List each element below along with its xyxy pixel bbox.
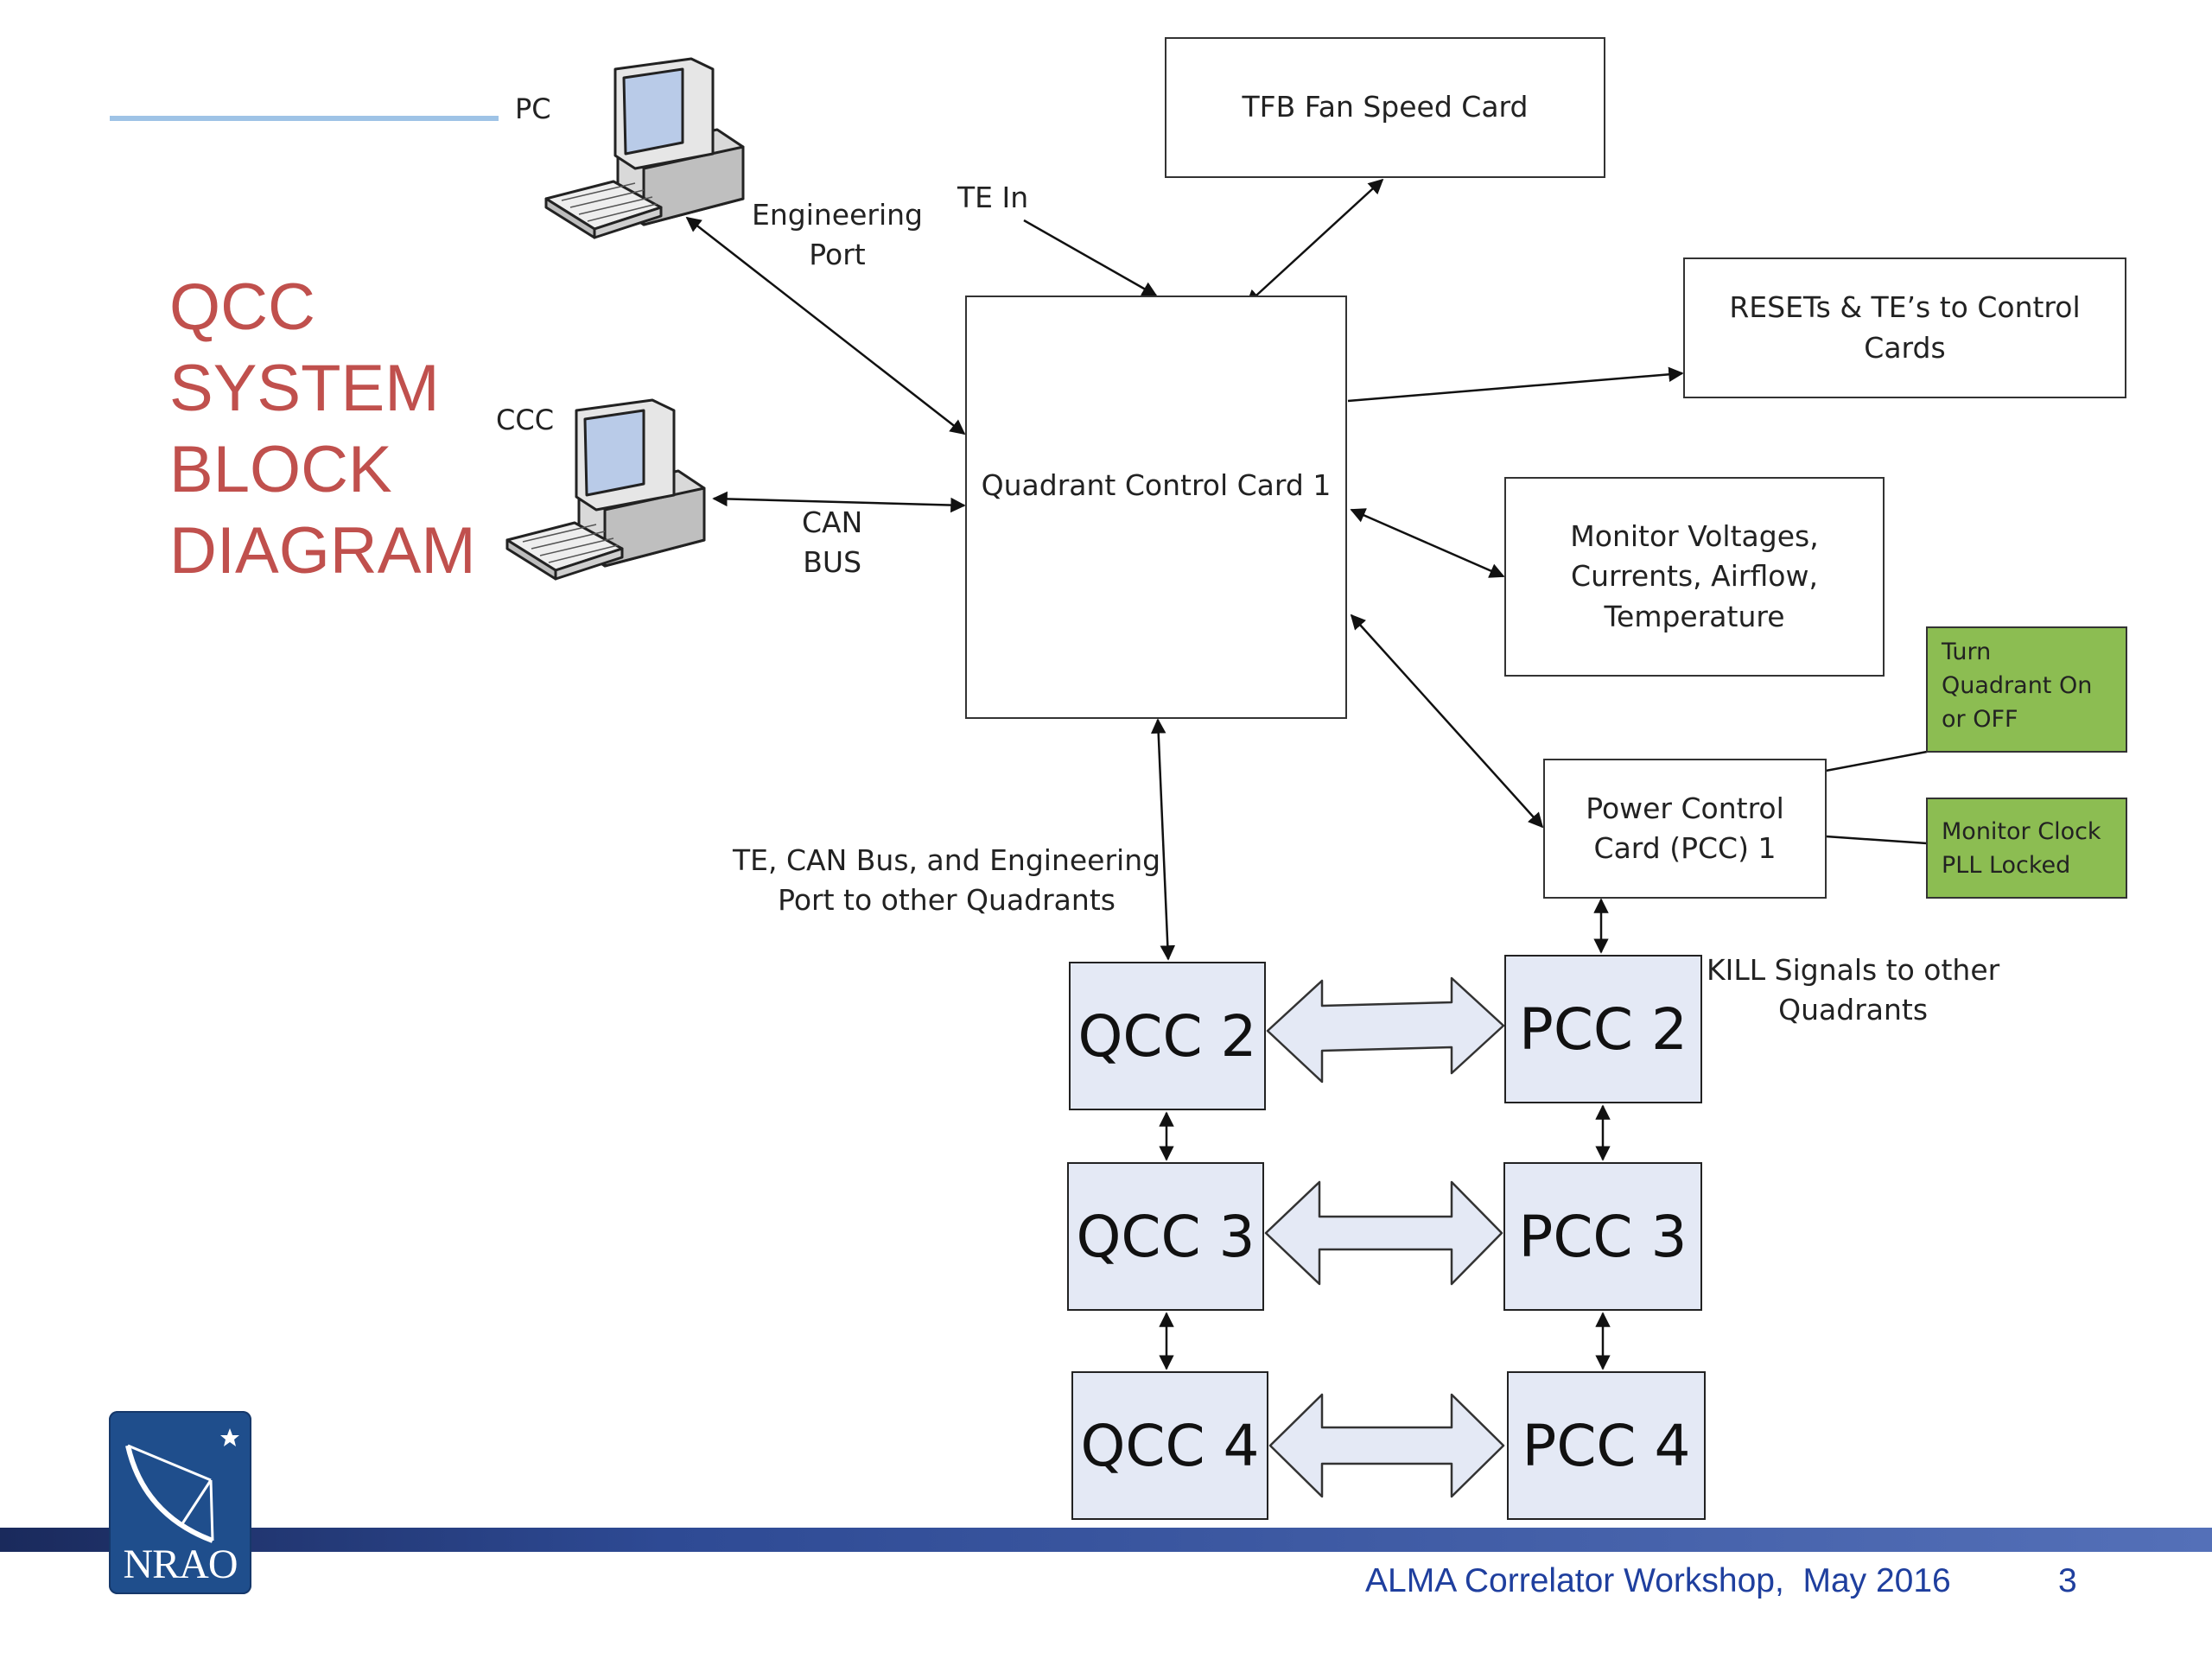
nrao-logo-text: NRAO bbox=[123, 1541, 238, 1587]
page-number: 3 bbox=[2058, 1562, 2077, 1599]
quadrant-control-card-1-label: Quadrant Control Card 1 bbox=[981, 468, 1332, 502]
qcc4-pcc4-block-arrow bbox=[1268, 1393, 1505, 1498]
nrao-logo: NRAO bbox=[109, 1411, 251, 1594]
slide-title-line-3: BLOCK bbox=[169, 433, 392, 506]
tfb-connector bbox=[1245, 178, 1384, 306]
qcc2-box: QCC 2 bbox=[1069, 962, 1266, 1110]
qcc3-box: QCC 3 bbox=[1067, 1162, 1264, 1311]
accent-line bbox=[110, 116, 499, 121]
qcc1-qcc2-connector bbox=[1150, 718, 1176, 961]
slide-title-line-4: DIAGRAM bbox=[169, 514, 476, 588]
footer-bar bbox=[0, 1528, 2212, 1552]
qcc3-pcc3-block-arrow bbox=[1264, 1180, 1503, 1286]
radio-telescope-icon bbox=[125, 1428, 239, 1543]
quadrant-control-card-1: Quadrant Control Card 1 bbox=[965, 296, 1347, 719]
tfb-fan-speed-card: TFB Fan Speed Card bbox=[1165, 37, 1605, 178]
qcc2-pcc2-block-arrow bbox=[1266, 976, 1505, 1084]
slide-title-line-1: QCC bbox=[169, 270, 315, 344]
engineering-port-connector bbox=[685, 216, 966, 435]
pc-computer-icon bbox=[544, 57, 745, 239]
pcc1-connector bbox=[1350, 613, 1544, 829]
pc-label: PC bbox=[515, 92, 551, 125]
ccc-label: CCC bbox=[496, 404, 555, 436]
can-bus-connector bbox=[712, 491, 966, 513]
slide-title-line-2: SYSTEM bbox=[169, 352, 440, 425]
pcc3-box: PCC 3 bbox=[1503, 1162, 1702, 1311]
te-in-arrow bbox=[1023, 219, 1158, 297]
footer-text: ALMA Correlator Workshop, May 2016 bbox=[1365, 1562, 1951, 1599]
monitor-connector bbox=[1350, 508, 1505, 578]
pcc4-box: PCC 4 bbox=[1507, 1371, 1706, 1520]
resets-arrow bbox=[1347, 366, 1684, 403]
monitor-voltages-card: Monitor Voltages,Currents, Airflow,Tempe… bbox=[1504, 477, 1885, 677]
pcc2-box: PCC 2 bbox=[1504, 955, 1702, 1103]
clock-link bbox=[1825, 835, 1928, 845]
qcc4-box: QCC 4 bbox=[1071, 1371, 1268, 1520]
ccc-computer-icon bbox=[505, 398, 706, 581]
te-in-label: TE In bbox=[957, 181, 1029, 214]
resets-te-card: RESETs & TE’s to Control Cards bbox=[1683, 257, 2126, 398]
turn-on-link bbox=[1825, 750, 1928, 772]
